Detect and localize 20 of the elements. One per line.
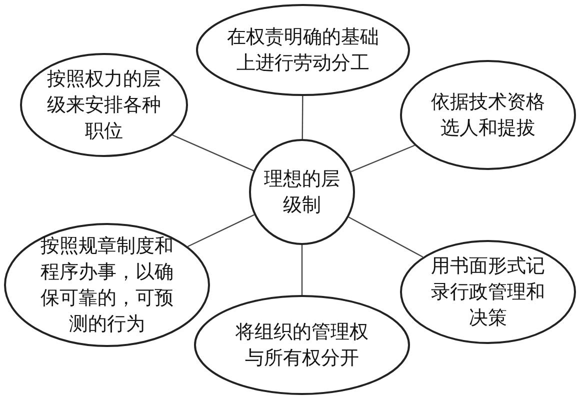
connector-line: [350, 144, 415, 172]
node-text: 理想的层级制: [263, 167, 341, 218]
node-text: 按照规章制度和程序办事，以确保可靠的，可预测的行为: [40, 234, 174, 337]
concept-ellipse: [20, 53, 188, 157]
concept-ellipse: [196, 4, 410, 96]
connector-line: [302, 96, 304, 139]
central-circle: [249, 139, 355, 245]
connector-line: [187, 214, 254, 248]
connector-line: [301, 245, 303, 295]
concept-ellipse: [194, 295, 410, 395]
node-text: 按照权力的层级来安排各种职位: [46, 67, 162, 144]
concept-ellipse: [4, 223, 210, 347]
node-text: 将组织的管理权与所有权分开: [234, 320, 370, 371]
connector-line: [172, 134, 254, 172]
connector-line: [348, 216, 424, 258]
node-text: 依据技术资格选人和提拔: [430, 90, 546, 141]
concept-ellipse: [400, 60, 576, 170]
concept-ellipse: [400, 240, 576, 344]
node-text: 用书面形式记录行政管理和决策: [430, 254, 546, 331]
node-text: 在权责明确的基础上进行劳动分工: [226, 25, 380, 76]
